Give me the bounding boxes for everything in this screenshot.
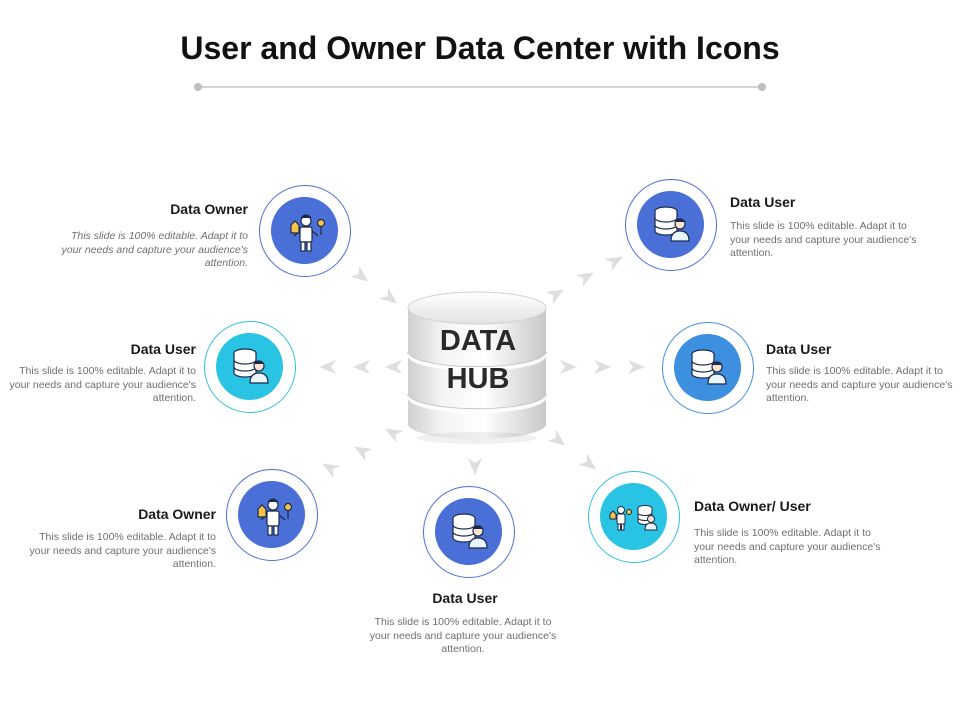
hub-line-2: HUB <box>446 363 510 395</box>
node-label: Data Owner <box>138 506 216 522</box>
data-owner-icon <box>290 214 326 252</box>
node-label: Data User <box>766 341 832 357</box>
node-data-owner-user <box>588 471 680 563</box>
node-data-user-top-right <box>625 179 717 271</box>
node-description: This slide is 100% editable. Adapt it to… <box>369 616 557 655</box>
data-user-icon <box>691 349 727 385</box>
node-data-user-right <box>662 322 754 414</box>
page-title: User and Owner Data Center with Icons <box>180 30 780 66</box>
node-label: Data User <box>130 341 196 357</box>
node-description: This slide is 100% editable. Adapt it to… <box>694 527 881 566</box>
node-data-owner-bottom-left <box>226 469 318 561</box>
node-label: Data User <box>432 590 498 606</box>
node-description: This slide is 100% editable. Adapt it to… <box>730 220 917 259</box>
node-label: Data Owner/ User <box>694 498 811 514</box>
node-data-user-bottom <box>423 486 515 578</box>
node-description: This slide is 100% editable. Adapt it to… <box>9 365 196 404</box>
node-description: This slide is 100% editable. Adapt it to… <box>29 531 216 570</box>
data-hub-cylinder <box>407 291 547 444</box>
node-description: This slide is 100% editable. Adapt it to… <box>766 365 953 404</box>
data-user-icon <box>654 206 690 242</box>
hub-line-1: DATA <box>439 325 517 357</box>
node-label: Data User <box>730 194 796 210</box>
data-owner-user-icon <box>609 505 658 531</box>
node-description: This slide is 100% editable. Adapt it to… <box>61 230 248 269</box>
node-data-owner-top-left <box>259 185 351 277</box>
hub-label: DATA HUB <box>408 322 548 398</box>
node-data-user-left <box>204 321 296 413</box>
data-user-icon <box>452 513 488 549</box>
data-user-icon <box>233 348 269 384</box>
data-owner-icon <box>257 498 293 536</box>
title-divider <box>194 83 766 91</box>
node-label: Data Owner <box>170 201 248 217</box>
